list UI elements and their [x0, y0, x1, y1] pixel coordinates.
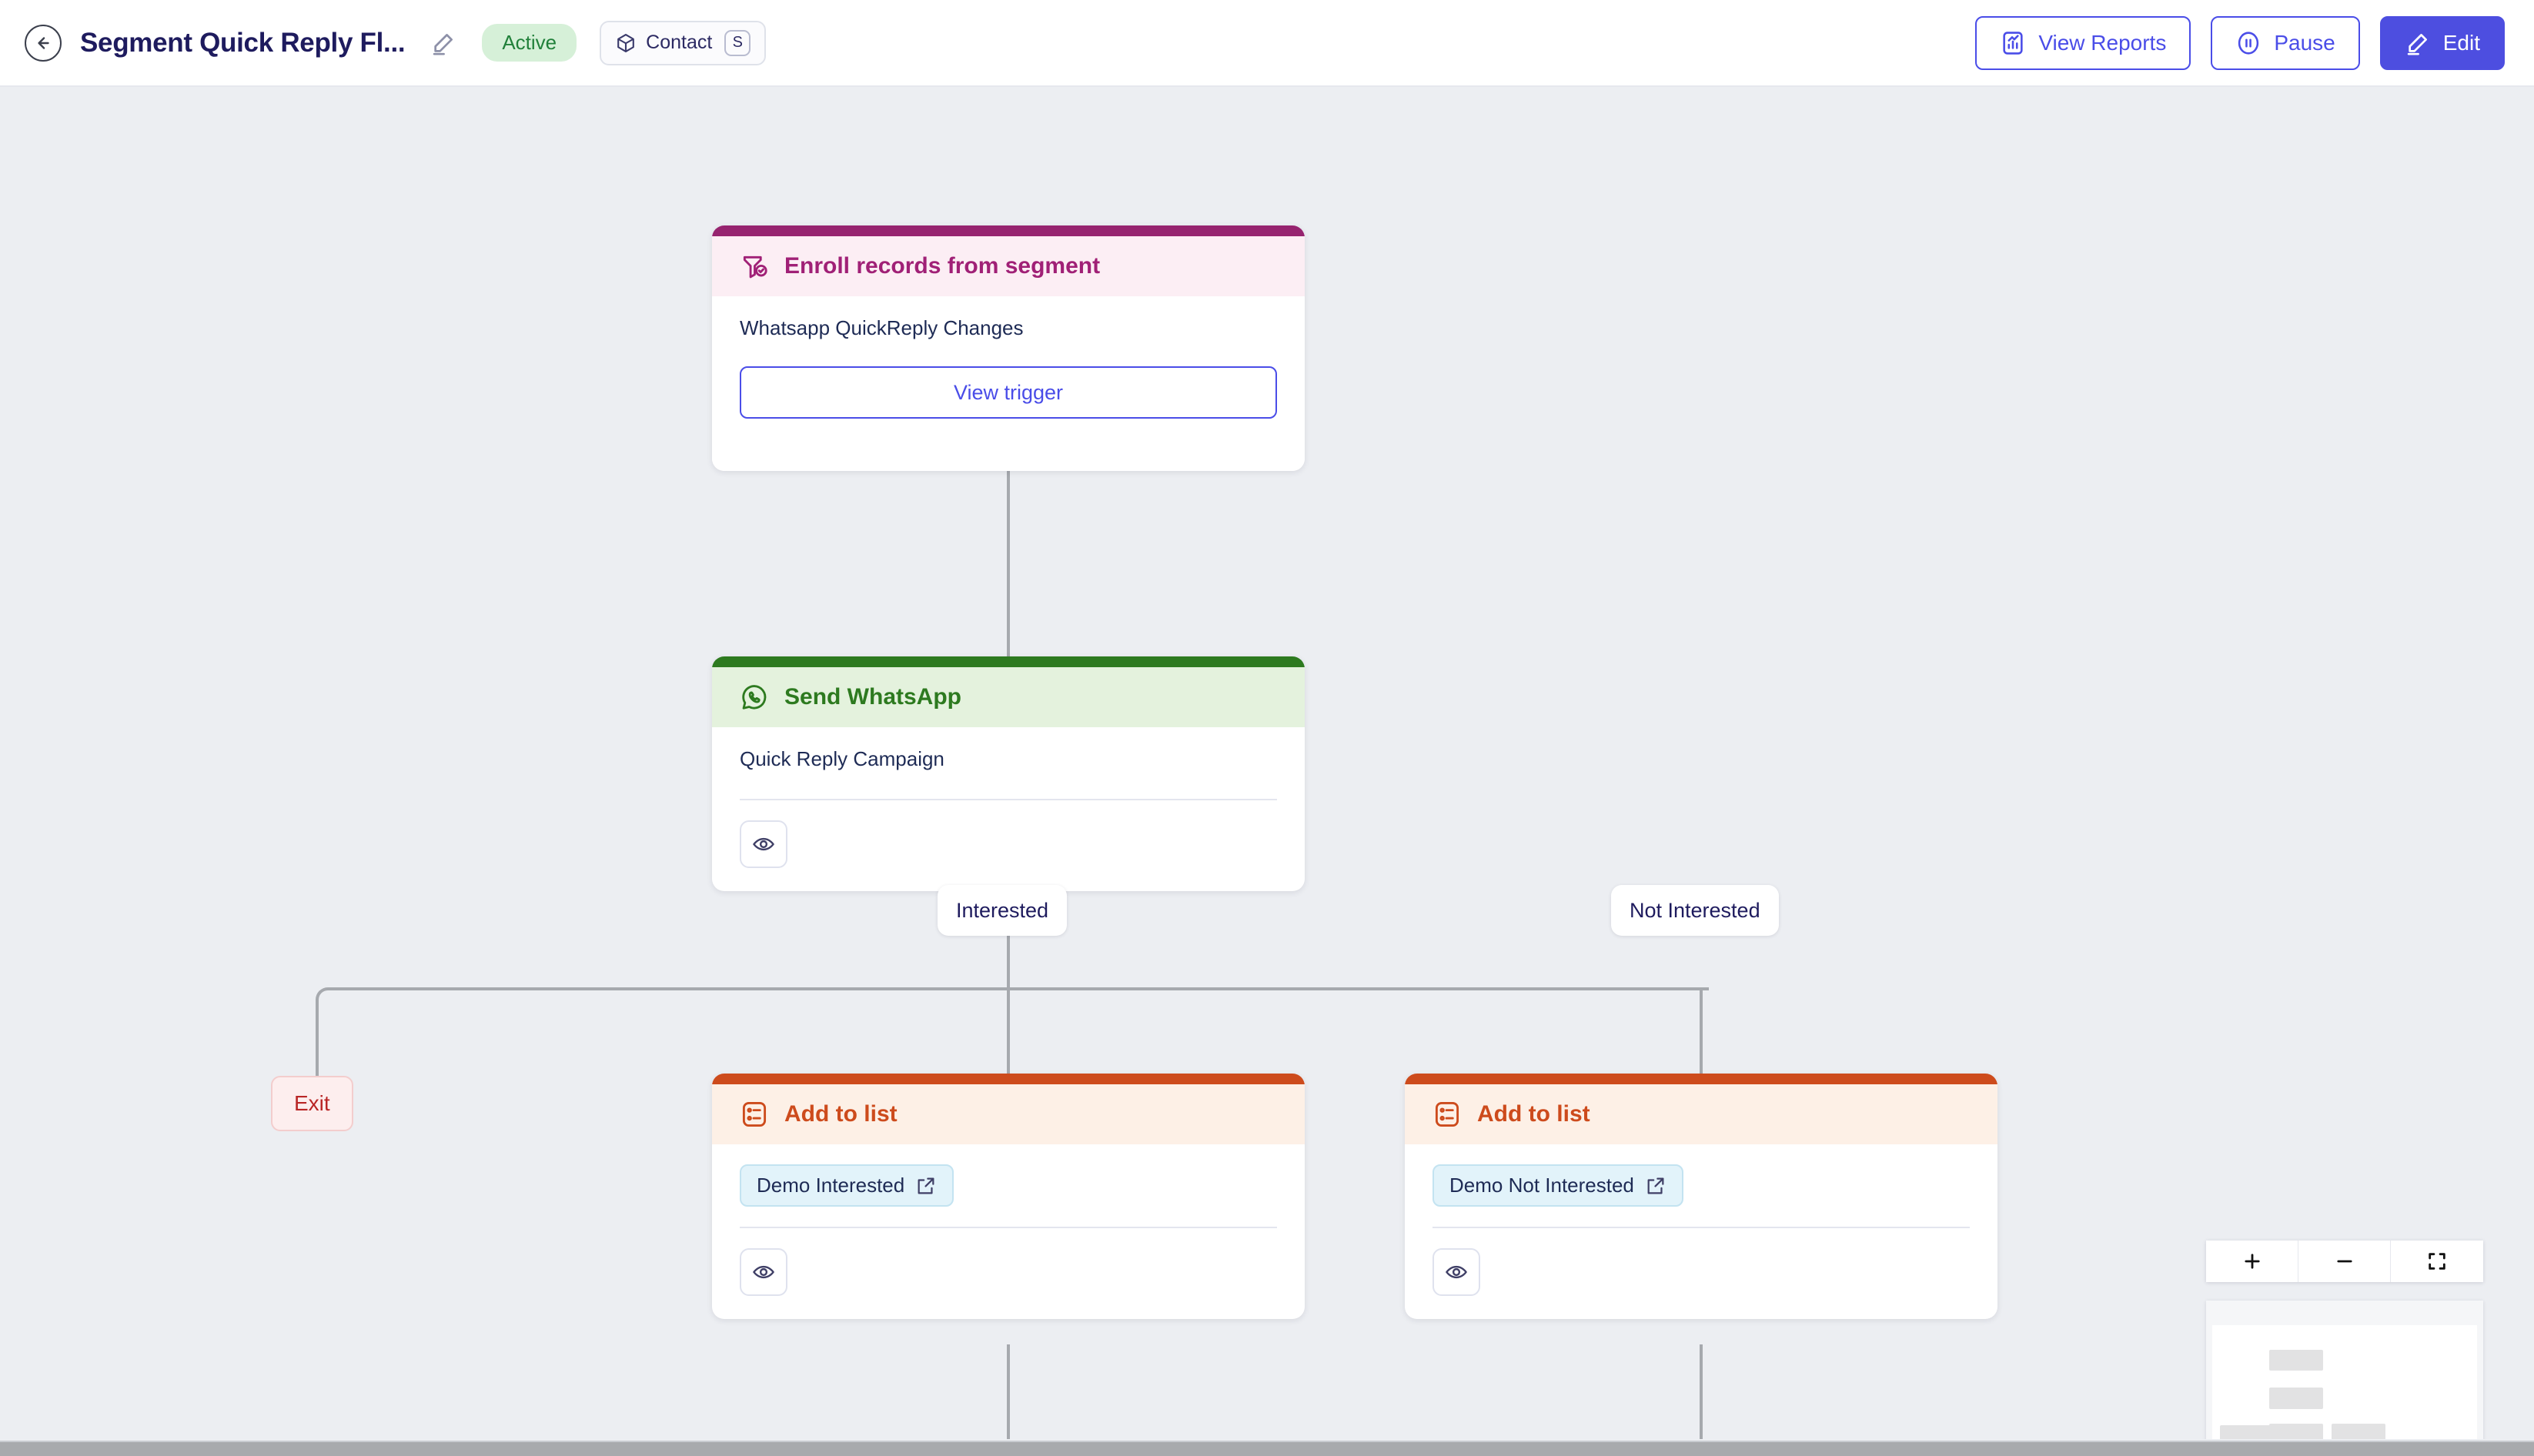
arrow-left-icon: [38, 36, 49, 49]
pause-circle-icon: [2238, 31, 2259, 55]
preview-button[interactable]: [740, 1248, 787, 1296]
node-add-to-list-not-interested[interactable]: Add to list Demo Not Interested: [1405, 1074, 1997, 1319]
edge-not-interested-down: [1700, 987, 1703, 1074]
preview-button[interactable]: [740, 820, 787, 868]
node-title: Add to list: [784, 1101, 898, 1127]
object-type-chip[interactable]: Contact S: [600, 20, 767, 65]
node-accent-bar: [712, 1074, 1305, 1084]
eye-icon: [753, 837, 774, 851]
node-header: Send WhatsApp: [712, 667, 1305, 727]
page-title: Segment Quick Reply Fl...: [80, 27, 406, 58]
node-enroll-records-from-segment[interactable]: Enroll records from segment Whatsapp Qui…: [712, 225, 1305, 471]
node-subtitle: Quick Reply Campaign: [740, 747, 944, 770]
status-badge: Active: [482, 24, 577, 62]
view-reports-button[interactable]: View Reports: [1975, 15, 2191, 70]
back-button[interactable]: [25, 24, 62, 62]
funnel-check-icon: [743, 255, 767, 279]
minus-icon: [2336, 1260, 2352, 1263]
edge-list-left-to-exit: [1007, 1344, 1010, 1439]
cube-icon: [617, 33, 634, 52]
edge-split-horizontal: [331, 987, 1709, 990]
minimap[interactable]: [2206, 1301, 2483, 1439]
pencil-icon[interactable]: [428, 28, 459, 58]
edit-button[interactable]: Edit: [2379, 15, 2505, 70]
minimap-viewport: [2212, 1325, 2477, 1439]
node-body: Quick Reply Campaign: [712, 727, 1305, 868]
header-actions: View Reports Pause Edit: [1975, 15, 2505, 70]
list-name: Demo Interested: [757, 1174, 905, 1197]
external-link-icon: [918, 1177, 934, 1194]
edge-to-exit-left: [316, 1001, 319, 1098]
edge-corner-left: [316, 987, 331, 1003]
node-header: Add to list: [712, 1084, 1305, 1144]
list-link-demo-interested[interactable]: Demo Interested: [740, 1164, 954, 1207]
edge-list-right-to-exit: [1700, 1344, 1703, 1439]
node-accent-bar: [712, 656, 1305, 667]
eye-icon: [753, 1265, 774, 1279]
edit-label: Edit: [2442, 30, 2480, 55]
minimap-node: [2269, 1388, 2323, 1409]
horizontal-scrollbar[interactable]: [0, 1441, 2534, 1456]
node-title: Send WhatsApp: [784, 684, 961, 710]
list-icon: [742, 1102, 767, 1127]
external-link-icon: [1647, 1177, 1664, 1194]
object-chip-label: Contact: [646, 32, 713, 53]
view-reports-label: View Reports: [2038, 30, 2167, 55]
edge-interested-down: [1007, 987, 1010, 1074]
preview-button[interactable]: [1432, 1248, 1480, 1296]
node-send-whatsapp[interactable]: Send WhatsApp Quick Reply Campaign: [712, 656, 1305, 891]
pause-button[interactable]: Pause: [2211, 15, 2360, 70]
minimap-node: [2220, 1425, 2274, 1439]
zoom-controls: [2206, 1241, 2483, 1282]
branch-label-interested[interactable]: Interested: [938, 885, 1068, 936]
pencil-icon: [2407, 33, 2427, 55]
minimap-node: [2269, 1350, 2323, 1371]
minimap-node: [2269, 1424, 2323, 1439]
node-title: Enroll records from segment: [784, 253, 1101, 279]
node-accent-bar: [712, 225, 1305, 236]
zoom-in-button[interactable]: [2206, 1241, 2298, 1282]
edge-whatsapp-to-split: [1007, 897, 1010, 989]
edge-enroll-to-whatsapp: [1007, 399, 1010, 656]
node-header: Add to list: [1405, 1084, 1997, 1144]
node-subtitle: Whatsapp QuickReply Changes: [740, 316, 1024, 339]
node-accent-bar: [1405, 1074, 1997, 1084]
eye-icon: [1446, 1265, 1467, 1279]
node-body: Whatsapp QuickReply Changes View trigger: [712, 296, 1305, 471]
pause-label: Pause: [2274, 30, 2335, 55]
plus-icon: [2244, 1254, 2260, 1269]
minimap-node: [2332, 1424, 2385, 1439]
list-name: Demo Not Interested: [1449, 1174, 1634, 1197]
whatsapp-icon: [742, 685, 767, 710]
fit-view-button[interactable]: [2391, 1241, 2483, 1282]
node-header: Enroll records from segment: [712, 236, 1305, 296]
view-trigger-button[interactable]: View trigger: [740, 366, 1277, 419]
list-icon: [1435, 1102, 1459, 1127]
zoom-out-button[interactable]: [2298, 1241, 2391, 1282]
divider: [740, 799, 1277, 800]
node-add-to-list-interested[interactable]: Add to list Demo Interested: [712, 1074, 1305, 1319]
node-body: Demo Not Interested: [1405, 1144, 1997, 1296]
exit-node-left[interactable]: Exit: [271, 1076, 353, 1131]
branch-label-not-interested[interactable]: Not Interested: [1611, 885, 1779, 936]
flow-canvas[interactable]: Enroll records from segment Whatsapp Qui…: [0, 87, 2534, 1439]
fit-screen-icon: [2429, 1253, 2445, 1270]
node-body: Demo Interested: [712, 1144, 1305, 1296]
object-chip-shortcut: S: [724, 29, 751, 56]
divider: [1432, 1227, 1970, 1228]
divider: [740, 1227, 1277, 1228]
node-title: Add to list: [1477, 1101, 1590, 1127]
app-header: Segment Quick Reply Fl... Active Contact…: [0, 0, 2534, 87]
list-link-demo-not-interested[interactable]: Demo Not Interested: [1432, 1164, 1683, 1207]
report-chart-icon: [2003, 31, 2023, 55]
